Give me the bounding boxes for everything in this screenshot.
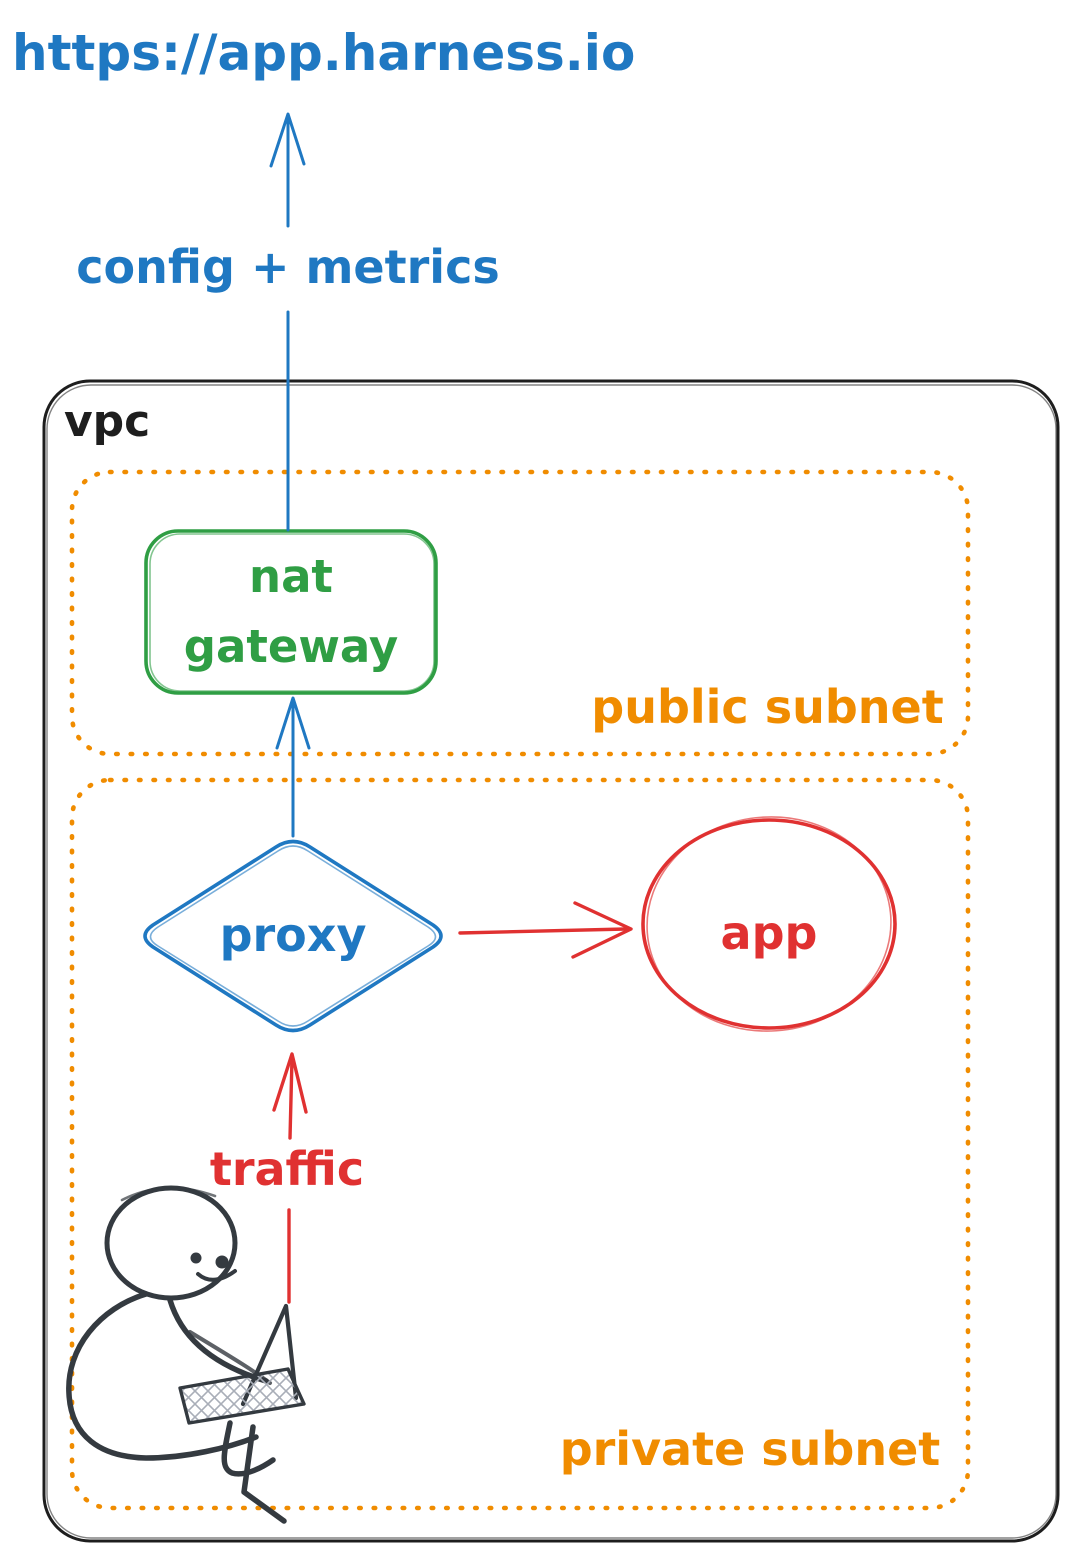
proxy-label: proxy <box>219 908 367 962</box>
person-leg-1 <box>221 1420 276 1477</box>
app-circle <box>641 816 897 1032</box>
private-subnet-box <box>69 777 971 1511</box>
person-eye-left <box>190 1252 202 1264</box>
nat-gateway-label-line1: nat <box>249 550 333 604</box>
person-eye-right <box>215 1255 229 1269</box>
person-smile <box>196 1269 237 1282</box>
nat-gateway-label: nat gateway <box>146 531 436 693</box>
person-body <box>66 1291 259 1461</box>
proxy-to-app-arrow <box>458 901 633 959</box>
nat-gateway-label-line2: gateway <box>183 620 399 673</box>
traffic-label: traffic <box>209 1142 365 1196</box>
person-with-laptop <box>66 1185 306 1524</box>
config-metrics-arrow <box>269 112 306 532</box>
nat-gateway-box <box>144 529 438 695</box>
vpc-box <box>42 379 1060 1543</box>
traffic-arrow <box>272 1052 308 1304</box>
private-subnet-label: private subnet <box>559 1422 941 1476</box>
app-label: app <box>720 906 818 960</box>
harness-url-label: https://app.harness.io <box>12 24 636 82</box>
public-subnet-label: public subnet <box>591 680 944 734</box>
config-metrics-label: config + metrics <box>76 240 500 294</box>
laptop-keyboard <box>178 1367 306 1425</box>
vpc-label: vpc <box>64 396 151 447</box>
proxy-diamond <box>143 839 443 1033</box>
person-leg-2 <box>241 1424 287 1524</box>
public-subnet-box <box>69 469 971 757</box>
proxy-to-nat-arrow <box>275 696 311 838</box>
